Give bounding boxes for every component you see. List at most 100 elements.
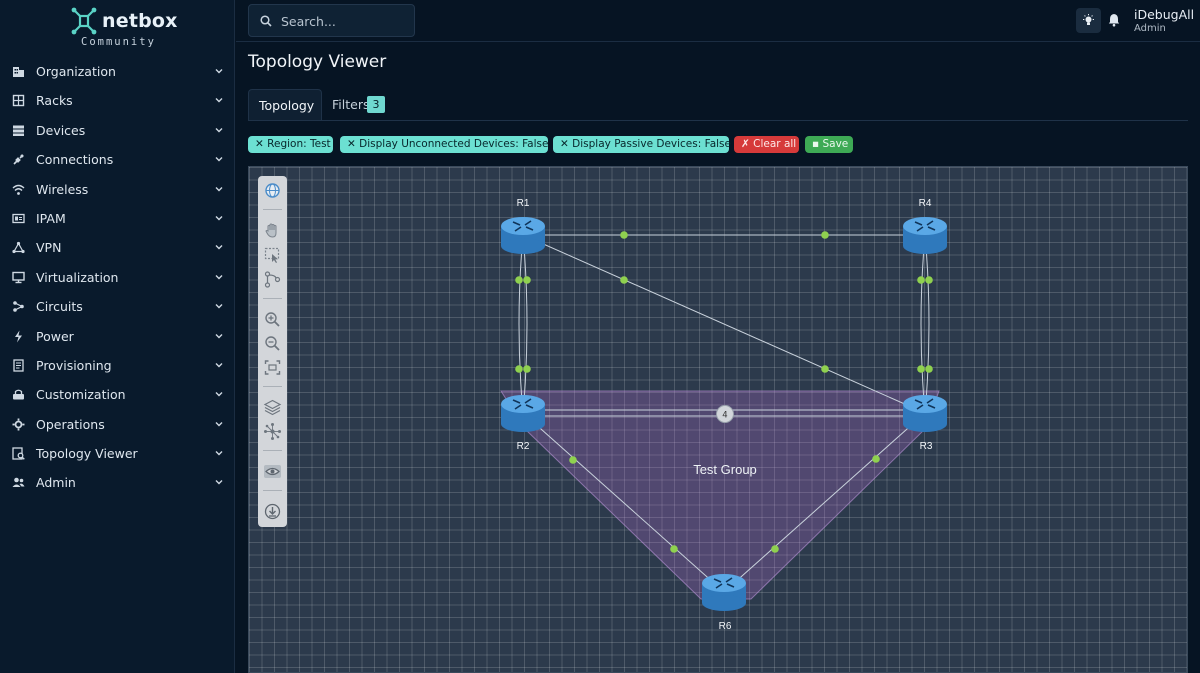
brand-name: netbox xyxy=(102,10,178,32)
remove-icon[interactable]: ✕ xyxy=(560,138,569,150)
remove-icon[interactable]: ✕ xyxy=(255,138,264,150)
router-icon xyxy=(512,220,534,232)
sidebar-item-virtualization[interactable]: Virtualization xyxy=(0,263,235,292)
node-label-r6: R6 xyxy=(719,621,732,632)
sidebar-item-label: Operations xyxy=(36,416,105,432)
sidebar-item-circuits[interactable]: Circuits xyxy=(0,292,235,321)
ip-icon xyxy=(12,213,25,224)
link-r4-r3-b[interactable] xyxy=(924,234,930,414)
router-node-r4[interactable] xyxy=(903,217,947,254)
tab-topology[interactable]: Topology xyxy=(248,89,322,120)
link-r1-r3[interactable] xyxy=(522,234,926,414)
link-endpoint xyxy=(670,545,678,553)
link-r1-r2-a[interactable] xyxy=(518,234,524,414)
chevron-down-icon xyxy=(215,186,223,192)
link-endpoint xyxy=(872,455,880,463)
link-endpoint xyxy=(917,276,925,284)
router-node-r3[interactable] xyxy=(903,395,947,432)
circuit-icon xyxy=(13,301,24,312)
toolbar-divider xyxy=(263,386,282,387)
network-layout-icon[interactable] xyxy=(263,422,282,441)
node-label-r2: R2 xyxy=(517,441,530,452)
globe-icon[interactable] xyxy=(263,181,282,200)
sidebar-item-label: Devices xyxy=(36,122,86,138)
topology-canvas[interactable]: Test Group xyxy=(248,166,1188,673)
page-title: Topology Viewer xyxy=(248,52,387,72)
theme-toggle-button[interactable] xyxy=(1076,8,1101,33)
chevron-down-icon xyxy=(215,480,223,485)
chevron-down-icon xyxy=(215,421,223,427)
sidebar-item-wireless[interactable]: Wireless xyxy=(0,175,235,204)
router-node-r6[interactable] xyxy=(702,574,746,611)
topology-graph[interactable]: Test Group xyxy=(249,167,1188,673)
search-box[interactable] xyxy=(248,4,415,37)
router-node-r2[interactable] xyxy=(501,395,545,432)
sidebar-item-label: Virtualization xyxy=(36,269,119,285)
link-endpoint xyxy=(523,276,531,284)
monitor-icon xyxy=(12,271,25,283)
layers-icon[interactable] xyxy=(263,398,282,417)
user-name[interactable]: iDebugAll xyxy=(1134,7,1195,22)
filter-chip-passive[interactable]: ✕ Display Passive Devices: False xyxy=(553,136,731,153)
bell-icon[interactable] xyxy=(1108,13,1120,27)
sidebar-item-customization[interactable]: Customization xyxy=(0,380,235,409)
remove-icon[interactable]: ✕ xyxy=(347,138,356,150)
sidebar-item-racks[interactable]: Racks xyxy=(0,86,235,115)
sidebar-item-vpn[interactable]: VPN xyxy=(0,233,235,262)
filter-chip-unconnected[interactable]: ✕ Display Unconnected Devices: False xyxy=(340,136,548,153)
save-button[interactable]: ▪ Save xyxy=(805,136,853,153)
sidebar-item-label: Customization xyxy=(36,387,126,403)
graph-edit-icon[interactable] xyxy=(263,270,282,289)
tab-filters[interactable]: Filters 3 xyxy=(332,89,392,120)
download-icon[interactable] xyxy=(263,502,282,521)
box-select-icon[interactable] xyxy=(263,246,282,265)
sidebar-item-topology-viewer[interactable]: Topology Viewer xyxy=(0,439,235,468)
building-icon xyxy=(13,67,24,77)
hand-pan-icon[interactable] xyxy=(263,221,282,240)
sidebar-item-ipam[interactable]: IPAM xyxy=(0,204,235,233)
node-label-r4: R4 xyxy=(919,198,932,209)
eye-icon[interactable] xyxy=(263,462,282,481)
clear-all-button[interactable]: ✗ Clear all xyxy=(734,136,799,153)
wifi-icon xyxy=(12,184,25,195)
admin-icon xyxy=(12,478,25,488)
group-hull[interactable] xyxy=(500,390,940,600)
search-input[interactable] xyxy=(281,12,409,30)
brand-logo[interactable]: netbox Community xyxy=(70,6,180,50)
chevron-down-icon xyxy=(215,69,223,74)
node-label-r3: R3 xyxy=(920,441,933,452)
link-r3-r6[interactable] xyxy=(723,412,926,593)
connection-icon xyxy=(13,154,24,165)
link-r1-r2-b[interactable] xyxy=(522,234,528,414)
power-icon xyxy=(15,330,22,343)
link-bundle-badge[interactable] xyxy=(716,405,734,423)
router-icon xyxy=(713,577,735,589)
router-node-r1[interactable] xyxy=(501,217,545,254)
sidebar-item-organization[interactable]: Organization xyxy=(0,57,235,86)
group-label: Test Group xyxy=(693,462,757,477)
sidebar-item-connections[interactable]: Connections xyxy=(0,145,235,174)
fit-view-icon[interactable] xyxy=(263,358,282,377)
zoom-in-icon[interactable] xyxy=(263,310,282,329)
graph-toolbar xyxy=(258,176,287,527)
provisioning-icon xyxy=(13,359,24,372)
sidebar-item-provisioning[interactable]: Provisioning xyxy=(0,351,235,380)
user-role: Admin xyxy=(1134,23,1166,34)
filter-chip-region[interactable]: ✕ Region: Test xyxy=(248,136,333,153)
zoom-out-icon[interactable] xyxy=(263,334,282,353)
link-r4-r3-a[interactable] xyxy=(920,234,926,414)
topology-icon xyxy=(12,447,25,460)
sidebar-item-label: Power xyxy=(36,328,74,344)
sidebar-item-label: Provisioning xyxy=(36,357,112,373)
sidebar-item-operations[interactable]: Operations xyxy=(0,410,235,439)
sidebar-item-devices[interactable]: Devices xyxy=(0,116,235,145)
link-endpoint xyxy=(917,365,925,373)
sidebar-item-label: Organization xyxy=(36,64,116,79)
rack-icon xyxy=(12,95,25,107)
sidebar-item-admin[interactable]: Admin xyxy=(0,468,235,497)
save-label: Save xyxy=(822,138,849,150)
link-endpoint xyxy=(620,231,628,239)
link-r2-r6[interactable] xyxy=(522,412,725,593)
sidebar-nav: Organization Racks Devices Connections W… xyxy=(0,57,235,498)
sidebar-item-power[interactable]: Power xyxy=(0,322,235,351)
